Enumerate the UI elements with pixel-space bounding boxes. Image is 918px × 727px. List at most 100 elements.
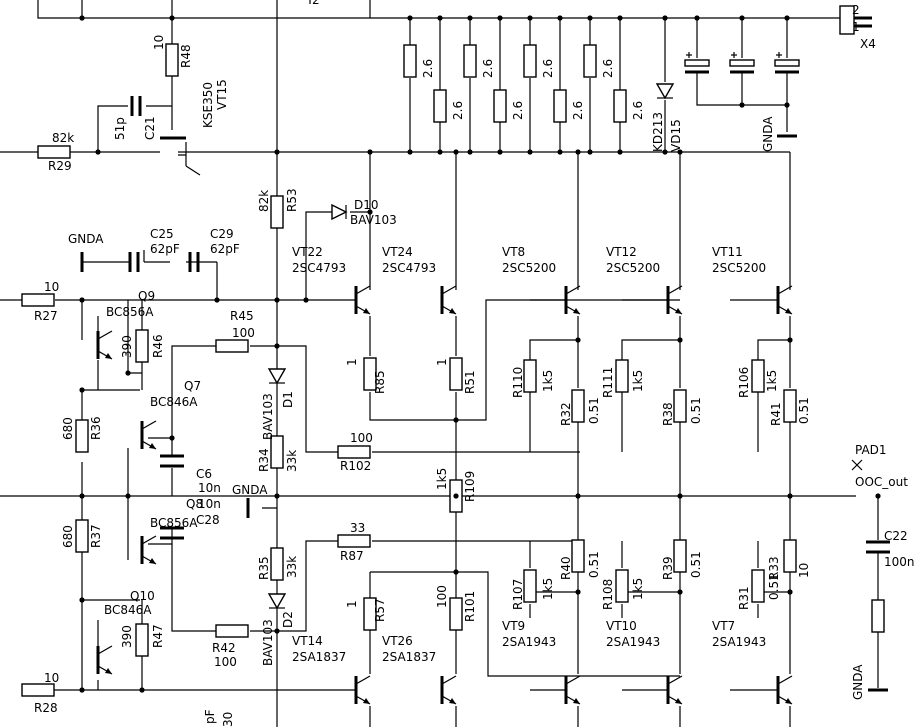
rail-resistor-body [583, 44, 597, 78]
r101-ref: R102 [340, 459, 371, 473]
vd15-ref: VD15 [669, 119, 683, 152]
connector-pin-1: 1 [852, 20, 860, 34]
d2-part: BAV103 [261, 619, 275, 666]
r110-value: 1k5 [631, 370, 645, 392]
vt26-body-collector [441, 675, 457, 685]
rail-r-value: 2.6 [541, 59, 555, 78]
c22-value: 100n [884, 555, 915, 569]
vt7-ref: VT7 [712, 619, 735, 633]
q7-part: BC846A [150, 395, 198, 409]
vt10-part: 2SA1943 [606, 635, 660, 649]
r53-value: 82k [257, 190, 271, 212]
junction-dot [274, 343, 280, 349]
vd15-body-triangle [655, 83, 675, 100]
d2-body [267, 593, 287, 610]
labels: 2 2 1 X4 PAD1 OOC_out 10 R48 82k R29 51p… [34, 0, 915, 727]
vt15-ref: VT15 [215, 79, 229, 110]
d2-body-triangle [267, 593, 287, 610]
d10-body-triangle [331, 203, 348, 221]
q8-body-collector [141, 535, 157, 545]
gnda-top-right: GNDA [761, 116, 775, 152]
vt24-body-arrow [449, 308, 456, 314]
junction-dot [367, 209, 373, 215]
r51-value: 1 [345, 600, 359, 608]
r106-value: 1k5 [541, 578, 555, 600]
r36-ref: R36 [89, 416, 103, 440]
r108-ref: R31 [737, 586, 751, 610]
r84-value: 1 [345, 358, 359, 366]
r41-body [571, 539, 585, 573]
r32-ref: R38 [661, 402, 675, 426]
vt12-body-collector [667, 285, 683, 295]
q10-ref: Q10 [130, 589, 155, 603]
d10-body [331, 203, 348, 221]
pad1-symbol [851, 459, 863, 471]
vt24-part: 2SC4793 [382, 261, 436, 275]
junction-dot [662, 149, 668, 155]
r51-ref: R57 [373, 598, 387, 622]
rail-resistor-body [613, 89, 627, 123]
vt11-ref: VT11 [712, 245, 743, 259]
r106-ref: R107 [511, 579, 525, 610]
junction-dot [125, 493, 131, 499]
r29-body [37, 145, 71, 159]
d1-body-triangle [267, 368, 287, 385]
q9-body-arrow [105, 353, 112, 359]
q9-part: BC856A [106, 305, 154, 319]
junction-dot [79, 15, 85, 21]
r48-body [165, 43, 179, 77]
q9-ref: Q9 [138, 289, 155, 303]
junction-dot [694, 15, 700, 21]
c6-value: 10n [198, 481, 221, 495]
q9-body-collector [97, 330, 113, 340]
r34-value: 33k [285, 450, 299, 472]
r48-value: 10 [152, 35, 166, 50]
vt22-body [354, 285, 371, 315]
junction-dot [497, 149, 503, 155]
r28-value: 10 [44, 671, 59, 685]
d1-body [267, 368, 287, 385]
d10-ref: D10 [354, 198, 379, 212]
connector-pin-2: 2 [852, 3, 860, 17]
junction-dot [169, 435, 175, 441]
r57-ref: R101 [463, 591, 477, 622]
r34-ref: R34 [257, 448, 271, 472]
r85-body [449, 357, 463, 391]
rail-resistor-body [553, 89, 567, 123]
vt7-body [776, 675, 793, 705]
vt22-body-arrow [363, 308, 370, 314]
connector-ref: X4 [860, 37, 876, 51]
r27-ref: R27 [34, 309, 58, 323]
elco-2-body-plate [729, 59, 755, 67]
r85-value: 1 [435, 358, 449, 366]
q7-body-arrow [149, 443, 156, 449]
junction-dot [95, 149, 101, 155]
junction-dot [274, 628, 280, 634]
junction-dot [784, 102, 790, 108]
junction-dot [677, 589, 683, 595]
r57-body [449, 597, 463, 631]
q10-body-collector [97, 645, 113, 655]
r87-ref: R109 [463, 471, 477, 502]
c21-value: 51p [113, 117, 127, 140]
c6-ref: C6 [196, 467, 212, 481]
r107-body [615, 569, 629, 603]
vt26-ref: VT26 [382, 634, 413, 648]
junction-dot [527, 15, 533, 21]
r101-value: 100 [350, 431, 373, 445]
junction-dot [557, 15, 563, 21]
vt14-body-arrow [363, 698, 370, 704]
junctions [79, 15, 881, 693]
q7-body [140, 420, 157, 450]
vt10-body [666, 675, 683, 705]
c29-value: 62pF [210, 242, 240, 256]
vt26-body-arrow [449, 698, 456, 704]
r31-value: 0.51 [587, 397, 601, 424]
r27-body [21, 293, 55, 307]
junction-dot [677, 337, 683, 343]
vt10-body-collector [667, 675, 683, 685]
c25-body [128, 252, 140, 272]
header-label: 2 [312, 0, 320, 7]
junction-dot [453, 417, 459, 423]
